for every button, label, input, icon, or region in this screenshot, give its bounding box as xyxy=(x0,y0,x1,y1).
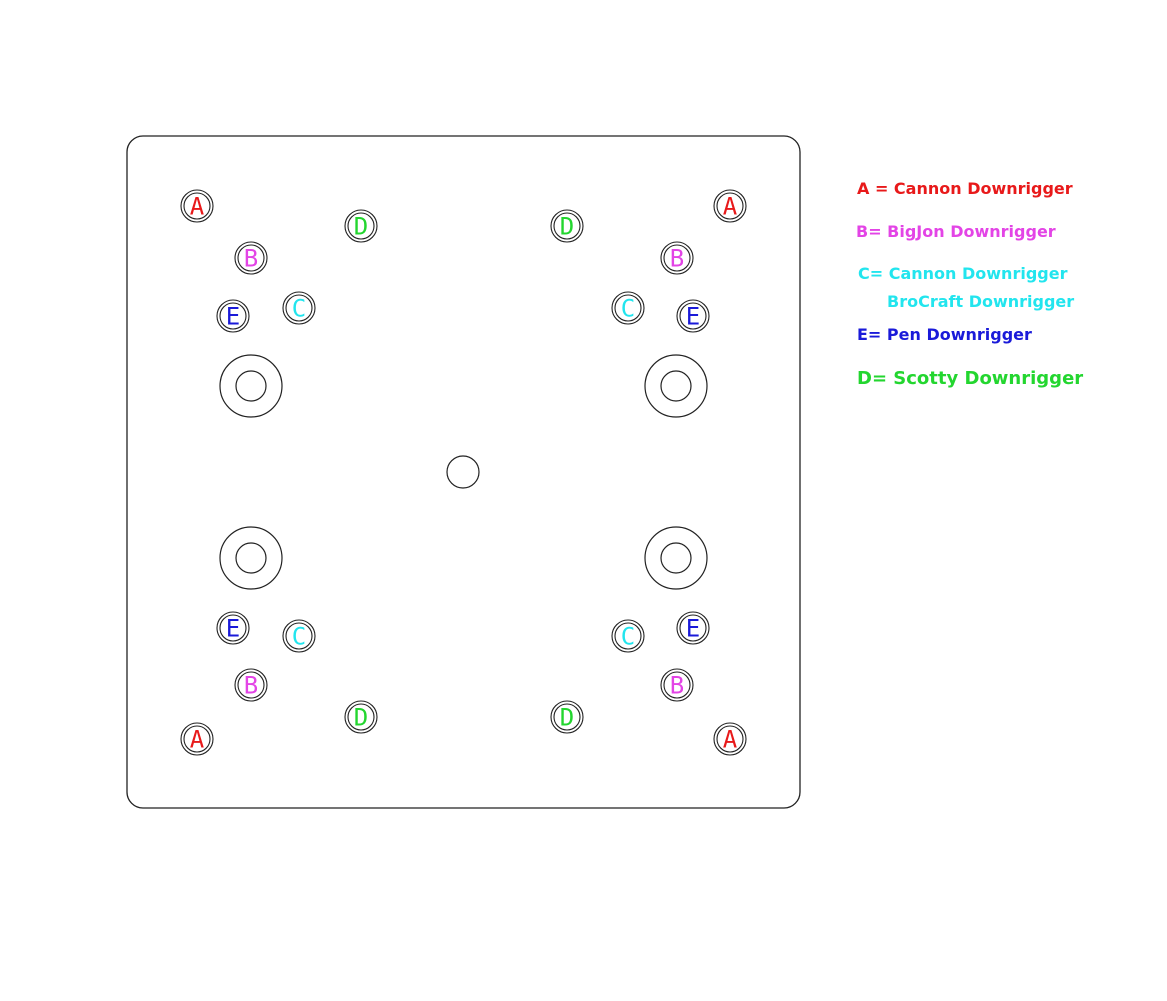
bolt-hole-top-right-b: B xyxy=(660,241,694,275)
hole-letter-d: D xyxy=(354,704,368,732)
hole-letter-d: D xyxy=(354,213,368,241)
hole-letter-c: C xyxy=(621,295,635,323)
hole-letter-c: C xyxy=(292,623,306,651)
hole-letter-e: E xyxy=(226,303,240,331)
bolt-hole-bottom-right-d: D xyxy=(550,700,584,734)
hole-letter-a: A xyxy=(190,726,205,754)
hole-letter-e: E xyxy=(686,303,700,331)
mounting-hole-bottom-left xyxy=(219,526,283,590)
bolt-hole-top-right-a: A xyxy=(713,189,747,223)
mounting-hole-top-right xyxy=(644,354,708,418)
legend-item-d: D= Scotty Downrigger xyxy=(857,368,1084,389)
bolt-hole-bottom-left-d: D xyxy=(344,700,378,734)
hole-letter-d: D xyxy=(560,704,574,732)
legend-item-a: A = Cannon Downrigger xyxy=(857,179,1073,198)
hole-letter-c: C xyxy=(621,623,635,651)
hole-letter-e: E xyxy=(226,615,240,643)
bolt-hole-bottom-right-a: A xyxy=(713,722,747,756)
legend-item-c-continued: BroCraft Downrigger xyxy=(887,292,1075,311)
hole-letter-b: B xyxy=(670,245,684,273)
hole-letter-a: A xyxy=(723,726,738,754)
bolt-hole-bottom-left-a: A xyxy=(180,722,214,756)
bolt-hole-bottom-left-e: E xyxy=(216,611,250,645)
mounting-hole-top-left xyxy=(219,354,283,418)
hole-letter-a: A xyxy=(723,193,738,221)
mounting-plate-outline xyxy=(126,135,801,809)
hole-letter-c: C xyxy=(292,295,306,323)
bolt-hole-top-right-c: C xyxy=(611,291,645,325)
bolt-hole-bottom-right-e: E xyxy=(676,611,710,645)
bolt-hole-top-left-b: B xyxy=(234,241,268,275)
bolt-hole-bottom-right-b: B xyxy=(660,668,694,702)
hole-letter-b: B xyxy=(670,672,684,700)
center-hole xyxy=(446,455,480,489)
bolt-hole-top-left-e: E xyxy=(216,299,250,333)
mounting-hole-bottom-right xyxy=(644,526,708,590)
bolt-hole-bottom-left-c: C xyxy=(282,619,316,653)
bolt-hole-top-left-a: A xyxy=(180,189,214,223)
hole-letter-a: A xyxy=(190,193,205,221)
hole-letter-b: B xyxy=(244,672,258,700)
bolt-hole-top-right-e: E xyxy=(676,299,710,333)
bolt-hole-bottom-left-b: B xyxy=(234,668,268,702)
legend-item-c: C= Cannon Downrigger xyxy=(858,264,1068,283)
legend-item-b: B= BigJon Downrigger xyxy=(856,222,1056,241)
bolt-hole-top-right-d: D xyxy=(550,209,584,243)
legend-item-e: E= Pen Downrigger xyxy=(857,325,1032,344)
bolt-hole-top-left-d: D xyxy=(344,209,378,243)
hole-letter-d: D xyxy=(560,213,574,241)
bolt-hole-top-left-c: C xyxy=(282,291,316,325)
hole-letter-b: B xyxy=(244,245,258,273)
hole-letter-e: E xyxy=(686,615,700,643)
bolt-hole-bottom-right-c: C xyxy=(611,619,645,653)
